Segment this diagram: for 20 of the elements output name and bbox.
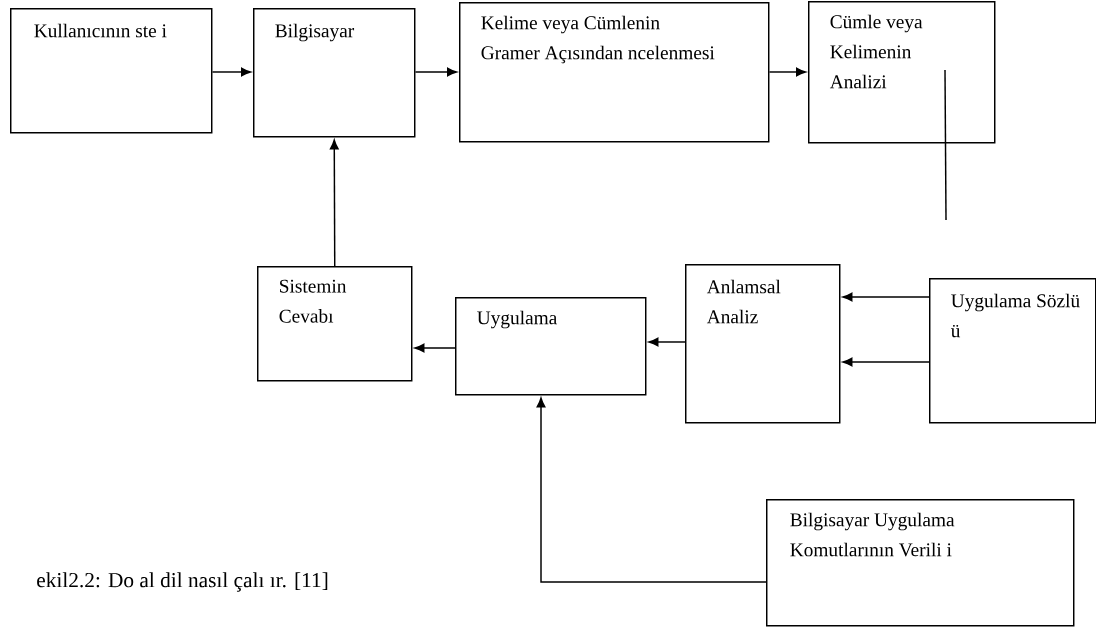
process-box: Anlamsal Analiz [685,264,841,424]
process-box: Sistemin Cevabı [257,266,413,382]
process-box: Bilgisayar [253,8,416,138]
arrow [648,337,686,347]
process-box: Cümle veya Kelimenin Analizi [808,1,996,144]
process-box: Kelime veya Cümlenin Gramer Açısından ncelenmesi [459,2,770,143]
process-box: Uygulama [455,297,647,396]
connector-line [944,69,947,221]
arrow [842,292,930,302]
caption: ekil2.2: Do al dil nasıl çalı ır. [11] [37,572,328,592]
process-box: Kullanıcının ste i [10,8,213,134]
arrow [536,397,767,583]
arrow [414,67,457,77]
process-box: Bilgisayar Uygulama Komutlarının Verili i [766,499,1075,627]
arrow [768,67,806,77]
arrow [842,357,930,367]
arrow [414,343,456,353]
arrow [211,67,251,77]
arrow [329,139,339,267]
process-box: Uygulama Sözlü ü [929,278,1096,424]
